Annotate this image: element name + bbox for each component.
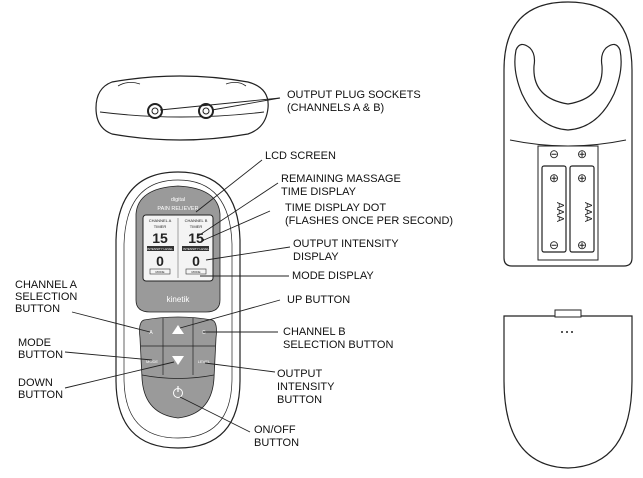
svg-text:BUTTON: BUTTON xyxy=(277,394,322,406)
svg-text:MODE: MODE xyxy=(146,359,158,364)
svg-text:BUTTON: BUTTON xyxy=(18,349,63,361)
label-mode-display: MODE DISPLAY xyxy=(292,270,374,282)
svg-text:⊕: ⊕ xyxy=(549,171,559,185)
leader-lines xyxy=(64,97,291,433)
svg-text:CHANNEL A: CHANNEL A xyxy=(149,218,172,223)
label-output-sockets: OUTPUT PLUG SOCKETS xyxy=(287,89,421,101)
lcd-time-b: 15 xyxy=(188,230,204,246)
svg-text:TIMER: TIMER xyxy=(190,224,203,229)
output-intensity-button[interactable]: LEVEL xyxy=(198,359,211,364)
mode-button[interactable]: MODE xyxy=(146,359,158,364)
svg-text:B: B xyxy=(202,330,206,336)
logo: kinetik xyxy=(167,295,191,304)
label-output-intensity-button: OUTPUT xyxy=(277,368,323,380)
lcd-time-a: 15 xyxy=(152,230,168,246)
up-arrow-icon xyxy=(172,325,184,334)
callout-labels: OUTPUT PLUG SOCKETS (CHANNELS A & B) LCD… xyxy=(15,89,453,449)
channel-b-button[interactable]: B xyxy=(202,330,206,336)
label-intensity-display: OUTPUT INTENSITY xyxy=(293,238,399,250)
svg-text:⊕: ⊕ xyxy=(577,238,587,252)
svg-text:⊖: ⊖ xyxy=(549,238,559,252)
svg-text:TIMER: TIMER xyxy=(154,224,167,229)
label-channel-a: CHANNEL A xyxy=(15,279,78,291)
label-time-dot: TIME DISPLAY DOT xyxy=(285,202,386,214)
down-button[interactable] xyxy=(172,356,184,365)
battery-right xyxy=(569,165,595,253)
svg-text:BUTTON: BUTTON xyxy=(15,303,60,315)
label-on-off-button: ON/OFF xyxy=(254,424,296,436)
battery-left xyxy=(541,165,567,253)
svg-text:BUTTON: BUTTON xyxy=(18,389,63,401)
time-display-dot xyxy=(201,238,205,242)
label-channel-b: CHANNEL B xyxy=(283,326,346,338)
svg-text:INTENSITY LEVEL: INTENSITY LEVEL xyxy=(183,247,209,251)
svg-text:CHANNEL B: CHANNEL B xyxy=(185,218,208,223)
svg-text:MODE: MODE xyxy=(192,270,201,274)
svg-text:INTENSITY LEVEL: INTENSITY LEVEL xyxy=(147,247,173,251)
lcd-intensity-a: 0 xyxy=(156,253,164,269)
svg-text:A: A xyxy=(149,330,153,336)
label-down-button: DOWN xyxy=(18,377,53,389)
label-mode-button: MODE xyxy=(18,337,51,349)
label-up-button: UP BUTTON xyxy=(287,294,350,306)
svg-text:⊕: ⊕ xyxy=(577,147,587,161)
down-arrow-icon xyxy=(172,356,184,365)
battery-compartment-view: ⊖ ⊕ ⊕ ⊕ ⊖ ⊕ AAA AAA xyxy=(503,1,633,469)
svg-text:(FLASHES ONCE PER SECOND): (FLASHES ONCE PER SECOND) xyxy=(285,215,453,227)
svg-text:SELECTION: SELECTION xyxy=(15,291,77,303)
lcd-intensity-b: 0 xyxy=(192,253,200,269)
battery-type-left: AAA xyxy=(554,202,565,222)
label-lcd-screen: LCD SCREEN xyxy=(265,150,336,162)
channel-a-button[interactable]: A xyxy=(149,330,153,336)
device-front-view: digital PAIN RELIEVER CHANNEL A CHANNEL … xyxy=(115,171,241,449)
socket-b xyxy=(198,103,214,119)
svg-text:⊖: ⊖ xyxy=(549,147,559,161)
svg-text:TIME DISPLAY: TIME DISPLAY xyxy=(281,186,357,198)
up-button[interactable] xyxy=(172,325,184,334)
brand-top: digital xyxy=(171,197,185,203)
svg-text:MODE: MODE xyxy=(156,270,165,274)
brand-name: PAIN RELIEVER xyxy=(157,206,198,212)
svg-text:SELECTION BUTTON: SELECTION BUTTON xyxy=(283,339,393,351)
socket-a xyxy=(147,103,163,119)
svg-text:BUTTON: BUTTON xyxy=(254,437,299,449)
battery-type-right: AAA xyxy=(582,202,593,222)
svg-text:LEVEL: LEVEL xyxy=(198,359,211,364)
svg-text:INTENSITY: INTENSITY xyxy=(277,381,335,393)
on-off-button[interactable] xyxy=(173,386,183,398)
svg-text:⊕: ⊕ xyxy=(577,171,587,185)
svg-text:DISPLAY: DISPLAY xyxy=(293,251,339,263)
device-top-view xyxy=(95,75,269,141)
svg-text:(CHANNELS A & B): (CHANNELS A & B) xyxy=(287,102,384,114)
label-remaining-time: REMAINING MASSAGE xyxy=(281,173,401,185)
